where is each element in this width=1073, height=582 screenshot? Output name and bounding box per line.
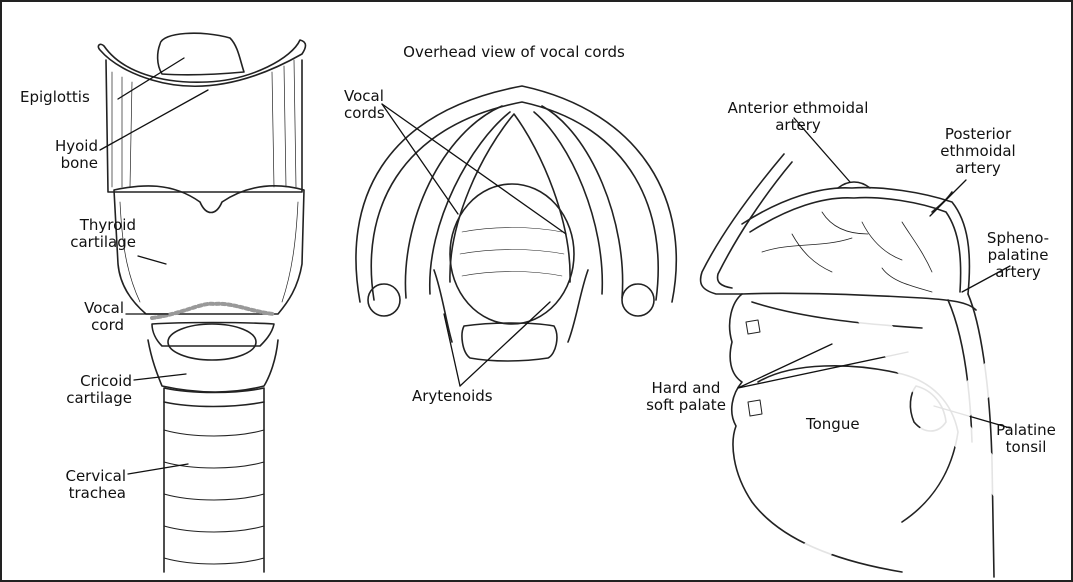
figure-title: Overhead view of vocal cords [374,44,654,61]
arytenoids-shape [434,270,588,342]
label-vocal-cord: Vocal cord [24,300,124,334]
label-hard-soft-palate: Hard and soft palate [636,380,736,414]
trachea-shape [164,402,264,572]
label-sphenopalatine-artery: Spheno- palatine artery [978,230,1058,281]
label-thyroid-cartilage: Thyroid cartilage [24,217,136,251]
label-posterior-ethmoidal-artery: Posterior ethmoidal artery [926,126,1030,177]
epiglottis-shape [158,33,244,75]
nasal-cavity-roof [742,188,969,294]
label-hyoid-bone: Hyoid bone [24,138,98,172]
larynx-front-drawing [98,33,305,572]
label-epiglottis: Epiglottis [20,89,90,106]
label-palatine-tonsil: Palatine tonsil [986,422,1066,456]
hyoid-bone-shape [98,40,305,86]
label-tongue: Tongue [806,416,860,433]
vocal-cords-shape [450,114,570,282]
outer-cartilage-ring [356,86,676,302]
vocal-cord-line [152,304,274,318]
cricoid-cartilage-shape [148,340,278,392]
vocal-cords-overhead-drawing [356,86,676,361]
label-vocal-cords: Vocal cords [344,88,385,122]
label-arytenoids: Arytenoids [412,388,493,405]
label-anterior-ethmoidal-artery: Anterior ethmoidal artery [698,100,898,134]
glottis-shape [450,184,574,324]
label-cervical-trachea: Cervical trachea [24,468,126,502]
thyroid-cartilage-shape [114,186,304,314]
palate-shape [742,293,976,310]
label-cricoid-cartilage: Cricoid cartilage [24,373,132,407]
